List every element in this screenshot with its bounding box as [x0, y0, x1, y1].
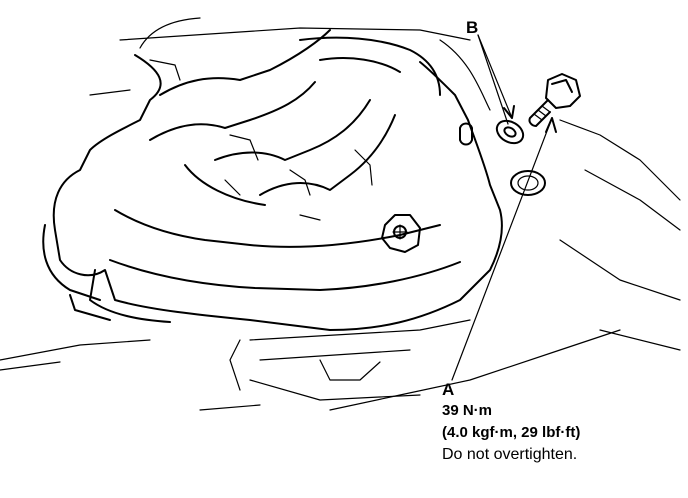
overtighten-note: Do not overtighten. — [442, 446, 578, 463]
manifold-stud-nut — [381, 214, 421, 253]
leader-lines — [451, 34, 557, 381]
torque-spec-alt: (4.0 kgf·m, 29 lbf·ft) — [442, 424, 581, 441]
engine-block-outline — [0, 17, 681, 411]
bolt-hole — [510, 170, 546, 196]
manifold-stud-right — [459, 122, 473, 146]
torque-spec-nm: 39 N·m — [442, 402, 493, 419]
callout-b-label: B — [466, 18, 479, 37]
bolt-icon — [528, 73, 581, 127]
washer-icon — [495, 119, 525, 145]
exhaust-manifold — [42, 29, 503, 331]
callout-a-label: A — [442, 380, 455, 399]
